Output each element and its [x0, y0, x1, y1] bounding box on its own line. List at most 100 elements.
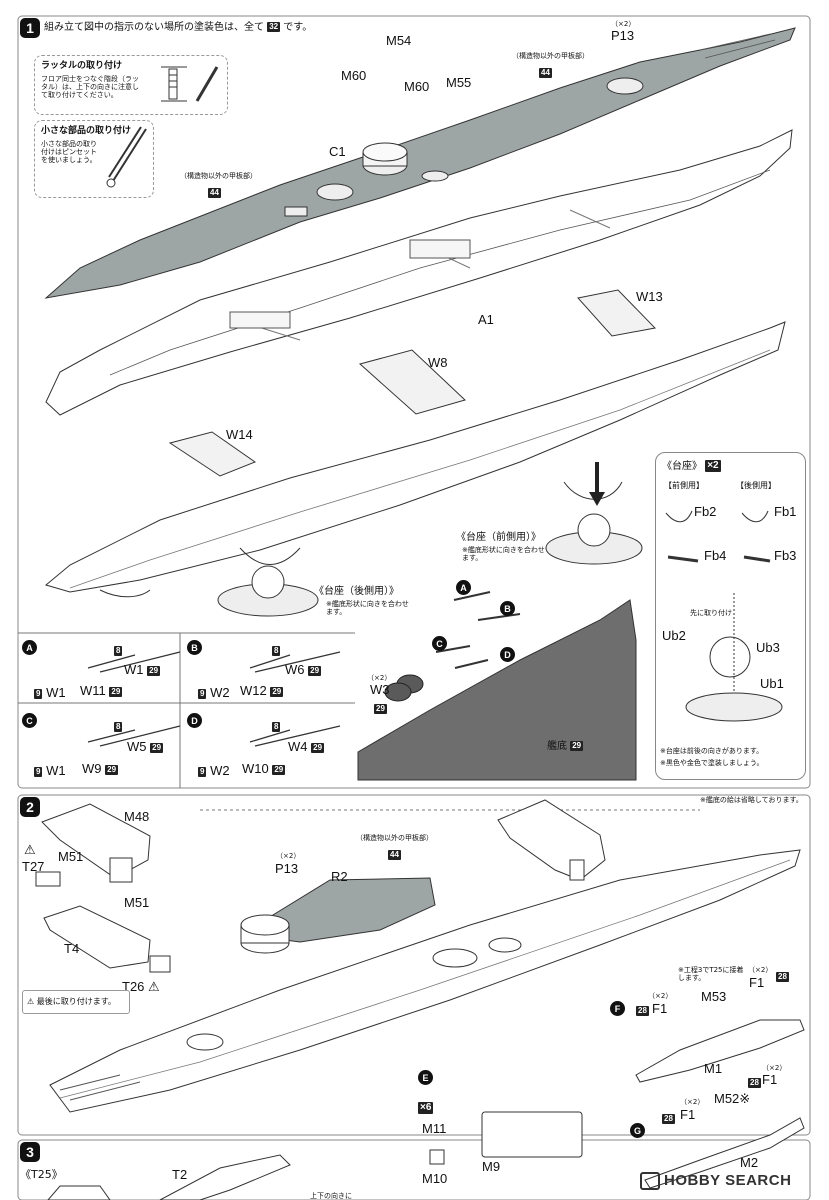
deck-step2	[49, 849, 801, 1113]
sub-d-w4: W4 29	[288, 739, 325, 754]
sub-c-w9-text: W9	[82, 761, 102, 776]
sub-f-color-1: 28	[636, 1005, 649, 1016]
sub-a-w1-color: 29	[147, 665, 161, 676]
part-label-t2: T2	[172, 1167, 188, 1182]
sub-c-base-text: W1	[46, 763, 66, 778]
callout-a: A	[456, 580, 471, 595]
stand-rear-heading: 【後側用】	[736, 481, 776, 490]
stand-front-title: 《台座（前側用）》	[456, 532, 541, 543]
sub-c-w9-color: 29	[105, 764, 119, 775]
part-label-m55: M55	[446, 75, 472, 90]
hull-bottom-color: 29	[570, 741, 584, 751]
sub-d-base: 9 W2	[198, 764, 230, 777]
last-attach-label: 最後に取り付けます。	[36, 997, 116, 1006]
sub-a-letter: A	[22, 640, 37, 655]
sub-f-letter: F	[610, 1001, 625, 1016]
ladder-tip-desc: フロア同士をつなぐ階段（ラッタル）は、上下の向きに注意して取り付けてください。	[41, 75, 139, 100]
part-label-w8: W8	[428, 355, 448, 370]
sub-c-w5-color: 29	[150, 742, 164, 753]
part-label-m51-b: M51	[124, 895, 150, 910]
part-label-m1: M1	[704, 1061, 723, 1076]
sub-a-w11: W11 29	[80, 684, 123, 697]
part-label-fb3: Fb3	[774, 548, 797, 563]
step-number-2: 2	[20, 797, 40, 817]
small-parts-tip-desc: 小さな部品の取り付けはピンセットを使いましょう。	[41, 140, 97, 165]
step1-header-text: 組み立て図中の指示のない場所の塗装色は、全て	[44, 22, 264, 33]
tweezers-icon	[106, 126, 147, 188]
sub-f-mult-2: （×2）	[748, 966, 773, 974]
part-label-m60-b: M60	[404, 79, 430, 94]
part-label-m51-a: M51	[58, 849, 84, 864]
stand-parts-drawing	[665, 510, 783, 722]
part-label-m11: M11	[422, 1121, 447, 1136]
w3-color: 29	[374, 703, 387, 714]
ladder-icon	[161, 66, 219, 102]
stand-box-mult: ×2	[705, 460, 721, 472]
part-label-t26: T26 ⚠	[122, 980, 160, 993]
deck-note-step2: （構造物以外の甲板部）	[356, 834, 433, 842]
part-label-fb2: Fb2	[694, 504, 717, 519]
part-label-m2: M2	[740, 1155, 759, 1170]
part-label-ub3: Ub3	[756, 640, 780, 655]
sub-c-base: 9 W1	[34, 764, 66, 777]
part-label-m10: M10	[422, 1171, 448, 1186]
last-attach-text: ⚠ 最後に取り付けます。	[27, 997, 116, 1006]
sub-g-letter: G	[630, 1123, 645, 1138]
hull-a1	[45, 129, 793, 416]
sub-f-color-2: 28	[776, 971, 789, 982]
part-label-f1-a: F1	[652, 1001, 668, 1016]
sub-a-base-color: 9	[34, 688, 43, 699]
w3-mult: （×2）	[367, 674, 392, 682]
last-attach-note: ⚠ 最後に取り付けます。	[22, 990, 130, 1014]
part-label-m60-a: M60	[341, 68, 367, 83]
part-label-a1: A1	[478, 312, 494, 327]
sub-d-base-text: W2	[210, 763, 230, 778]
part-label-m53: M53	[701, 989, 727, 1004]
stand-box-title: 《台座》 ×2	[662, 460, 721, 473]
ladder-tip-box: ラッタルの取り付け フロア同士をつなぐ階段（ラッタル）は、上下の向きに注意して取…	[34, 55, 228, 115]
step-number-3: 3	[20, 1142, 40, 1162]
hull-lower	[44, 321, 786, 598]
sub-d-w10: W10 29	[242, 761, 286, 776]
part-label-m52: M52※	[714, 1091, 751, 1106]
sub-c-color-8: 8	[114, 721, 123, 732]
sub-b-w12-text: W12	[240, 683, 267, 698]
color-code-badge: 32	[267, 22, 281, 32]
stand-rear-title: 《台座（後側用）》	[314, 586, 399, 597]
part-label-f1-b: F1	[749, 975, 765, 990]
t25-note: ※工程3でT25に接着します。	[678, 966, 744, 983]
part-label-g-f1-b: F1	[762, 1072, 778, 1087]
part-label-p13-step2: P13	[275, 861, 299, 876]
deck-color-step2: 44	[388, 849, 401, 860]
step2-top-note: ※艦底の絵は省略しております。	[700, 796, 803, 804]
sub-d-w4-text: W4	[288, 739, 308, 754]
sub-d-w10-text: W10	[242, 761, 269, 776]
sub-d-base-color: 9	[198, 766, 207, 777]
part-label-w13: W13	[636, 289, 663, 304]
sub-b-w12: W12 29	[240, 683, 284, 698]
watermark: HOBBY SEARCH	[640, 1172, 791, 1191]
p13-mult-step2: （×2）	[276, 852, 301, 860]
sub-e-mult: ×6	[418, 1101, 434, 1114]
small-parts-tip-title: 小さな部品の取り付け	[41, 126, 132, 136]
part-label-fb1: Fb1	[774, 504, 797, 519]
part-mult-p13: （×2）	[611, 20, 636, 28]
sub-c-letter: C	[22, 713, 37, 728]
stand-box-title-text: 《台座》	[662, 461, 702, 472]
part-label-w14: W14	[226, 427, 253, 442]
sub-d-letter: D	[187, 713, 202, 728]
part-label-t4: T4	[64, 941, 80, 956]
part-label-c1: C1	[329, 144, 346, 159]
callout-b: B	[500, 601, 515, 616]
sub-d-w4-color: 29	[311, 742, 325, 753]
small-parts-tip-box: 小さな部品の取り付け 小さな部品の取り付けはピンセットを使いましょう。	[34, 120, 154, 198]
sub-a-w1: W1 29	[124, 663, 161, 676]
sub-c-w5: W5 29	[127, 740, 164, 753]
hull-bottom-text: 艦底	[547, 741, 567, 752]
sub-a-base: 9 W1	[34, 686, 66, 699]
deck-color-badge-2: 44	[208, 187, 221, 198]
part-label-p13: P13	[611, 28, 635, 43]
stand-note-1: ※台座は前後の向きがあります。	[660, 747, 764, 755]
sub-b-letter: B	[187, 640, 202, 655]
